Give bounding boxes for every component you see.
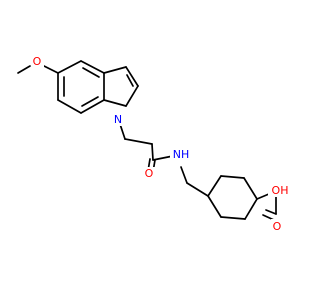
ring-bond-5 [220,216,246,220]
methoxy-group [17,65,59,74]
amide-oxygen-atom: O [143,167,156,181]
ch2-carbonyl-bond [151,143,154,161]
ring-bond-1 [207,175,222,197]
ring-bond-4 [244,198,258,220]
acid-carbonyl-oxygen-atom: O [271,219,284,233]
indole-nitrogen-label: N [114,113,122,126]
ch2-ring-bond [186,182,209,197]
indole-nitrogen-atom: N [111,112,125,126]
benzene-double-2 [81,96,99,107]
ring-bond-2 [220,175,245,179]
methoxy-oxygen-label: O [33,55,42,68]
indole-benzene-ring [57,60,105,114]
benzene-bond-2 [80,60,105,74]
amide-oxygen-label: O [145,167,154,180]
structure-diagram: O N NH O OH O [17,54,292,233]
cyclohexane-group [180,166,258,220]
nh-ch2-bond [180,166,188,184]
methoxy-o-bond [43,65,59,74]
acid-carbonyl-oxygen-label: O [273,220,282,233]
methoxy-oxygen-atom: O [31,54,44,68]
pyrrole-bond-1 [103,66,127,74]
ring-bond-3 [243,177,258,200]
carbonyl-nh-bond [152,155,174,161]
benzene-bond-5 [57,99,82,114]
ch2-ch2-bond [124,138,153,145]
molecule-canvas: O N NH O OH O [17,54,292,233]
acid-hydroxyl-atom: OH [268,183,292,197]
pyrrole-bond-2 [125,66,139,87]
amide-nitrogen-atom: NH [170,147,192,162]
ring-bond-6 [207,195,222,218]
benzene-bond-4 [80,99,105,114]
propanamide-linker [119,123,174,173]
pyrrole-bond-3 [125,85,139,107]
n-ch2-bond [119,123,126,140]
benzene-bond-1 [57,60,82,74]
acid-double-1 [265,209,277,215]
pyrrole-bond-4 [103,99,127,107]
acid-hydroxyl-label: OH [272,184,289,197]
methyl-bond [17,65,31,74]
indole-pyrrole-ring [103,66,139,107]
amide-nitrogen-label: NH [173,148,190,161]
pyrrole-double [126,74,134,87]
benzene-double-1 [82,67,100,78]
